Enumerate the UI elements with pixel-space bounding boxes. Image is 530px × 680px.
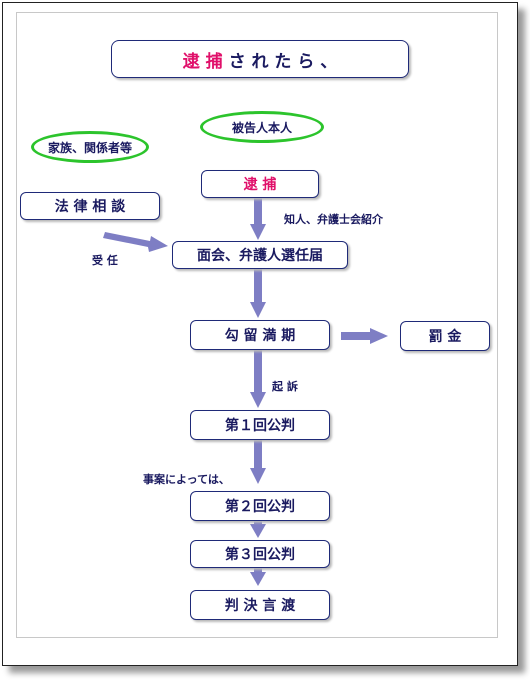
label-retained: 受 任 <box>92 254 118 267</box>
arrow-arrest-to-visit <box>254 198 262 226</box>
arrow-detention-to-trial1 <box>254 350 262 394</box>
node-trial2-label: 第２回公判 <box>225 499 295 515</box>
node-detention-label: 勾 留 満 期 <box>224 328 296 344</box>
node-arrest-label: 逮 捕 <box>243 177 277 193</box>
title-accent: 逮 捕 <box>182 51 223 72</box>
node-legal-consultation: 法 律 相 談 <box>20 192 160 220</box>
arrowhead-arrest-to-visit <box>250 224 266 240</box>
oval-family: 家族、関係者等 <box>31 131 149 163</box>
node-verdict-label: 判 決 言 渡 <box>224 598 296 614</box>
node-visit-label: 面会、弁護人選任届 <box>197 248 323 264</box>
title-rest: さ れ た ら 、 <box>222 51 338 72</box>
node-verdict: 判 決 言 渡 <box>190 590 330 620</box>
arrowhead-detention-to-trial1 <box>250 392 266 408</box>
arrowhead-visit-to-detention <box>250 302 266 318</box>
arrowhead-trial2-to-trial3 <box>250 524 266 538</box>
oval-defendant: 被告人本人 <box>200 111 324 143</box>
arrow-consultation-to-visit <box>103 232 168 252</box>
arrowhead-detention-to-fine <box>370 328 388 344</box>
node-trial-1: 第１回公判 <box>190 410 330 440</box>
node-legal-consultation-label: 法 律 相 談 <box>54 199 126 215</box>
node-detention-expiry: 勾 留 満 期 <box>190 320 330 350</box>
node-visit-appointment: 面会、弁護人選任届 <box>172 241 348 269</box>
label-indictment: 起 訴 <box>272 380 298 393</box>
node-fine-label: 罰 金 <box>428 329 462 345</box>
label-introduction: 知人、弁護士会紹介 <box>284 213 383 226</box>
arrowhead-trial1-to-trial2 <box>250 468 266 484</box>
arrow-trial3-to-verdict <box>254 568 262 574</box>
inner-border <box>16 12 498 638</box>
arrow-trial1-to-trial2 <box>254 440 262 470</box>
arrow-visit-to-detention <box>254 268 262 304</box>
node-trial3-label: 第３回公判 <box>225 547 295 563</box>
page-title: 逮 捕 さ れ た ら 、 <box>111 40 409 78</box>
node-fine: 罰 金 <box>400 321 490 351</box>
label-depending-on-case: 事案によっては、 <box>143 473 230 486</box>
node-trial-2: 第２回公判 <box>190 491 330 521</box>
node-trial-3: 第３回公判 <box>190 540 330 568</box>
oval-defendant-label: 被告人本人 <box>231 120 292 135</box>
node-trial1-label: 第１回公判 <box>225 418 295 434</box>
oval-family-label: 家族、関係者等 <box>47 140 132 155</box>
node-arrest: 逮 捕 <box>201 170 319 198</box>
arrow-detention-to-fine <box>341 332 371 340</box>
arrowhead-trial3-to-verdict <box>250 572 266 586</box>
